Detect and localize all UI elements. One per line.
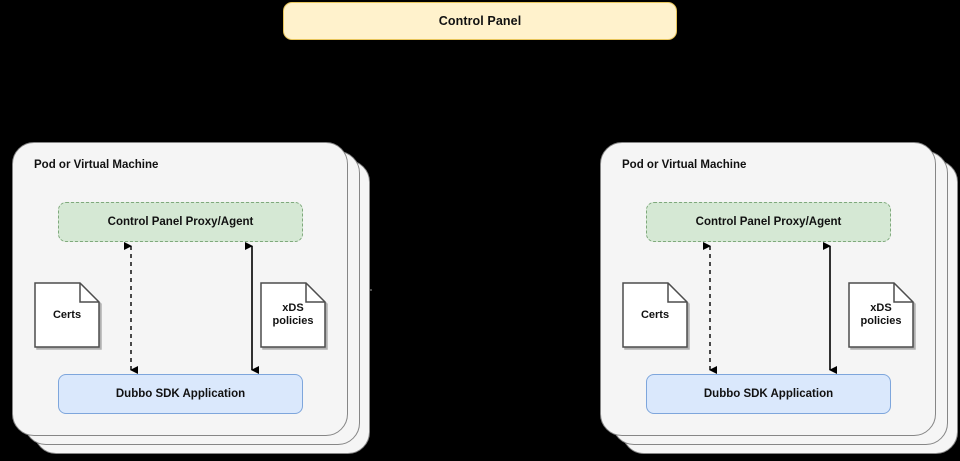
pod-group-left[interactable]: Pod or Virtual Machine Control Panel Pro bbox=[12, 142, 370, 454]
proxy-label: Control Panel Proxy/Agent bbox=[107, 216, 254, 228]
pod-group-right[interactable]: Pod or Virtual Machine Control Panel Pro… bbox=[600, 142, 958, 454]
proxy-label: Control Panel Proxy/Agent bbox=[695, 216, 842, 228]
control-panel-proxy-agent-right[interactable]: Control Panel Proxy/Agent bbox=[646, 202, 891, 242]
sdk-label: Dubbo SDK Application bbox=[115, 388, 246, 400]
xds-policies-document-right[interactable]: xDS policies bbox=[848, 282, 914, 348]
control-panel-label: Control Panel bbox=[438, 14, 522, 28]
dubbo-sdk-application-left[interactable]: Dubbo SDK Application bbox=[58, 374, 303, 414]
xds-policies-document-left[interactable]: xDS policies bbox=[260, 282, 326, 348]
certs-document-right[interactable]: Certs bbox=[622, 282, 688, 348]
sdk-label: Dubbo SDK Application bbox=[703, 388, 834, 400]
pod-title-right: Pod or Virtual Machine bbox=[622, 159, 747, 171]
control-panel-proxy-agent-left[interactable]: Control Panel Proxy/Agent bbox=[58, 202, 303, 242]
pod-title-left: Pod or Virtual Machine bbox=[34, 159, 159, 171]
document-icon bbox=[260, 282, 326, 348]
dubbo-sdk-application-right[interactable]: Dubbo SDK Application bbox=[646, 374, 891, 414]
document-icon bbox=[34, 282, 100, 348]
document-icon bbox=[622, 282, 688, 348]
control-panel-node[interactable]: Control Panel bbox=[283, 2, 677, 40]
certs-document-left[interactable]: Certs bbox=[34, 282, 100, 348]
document-icon bbox=[848, 282, 914, 348]
